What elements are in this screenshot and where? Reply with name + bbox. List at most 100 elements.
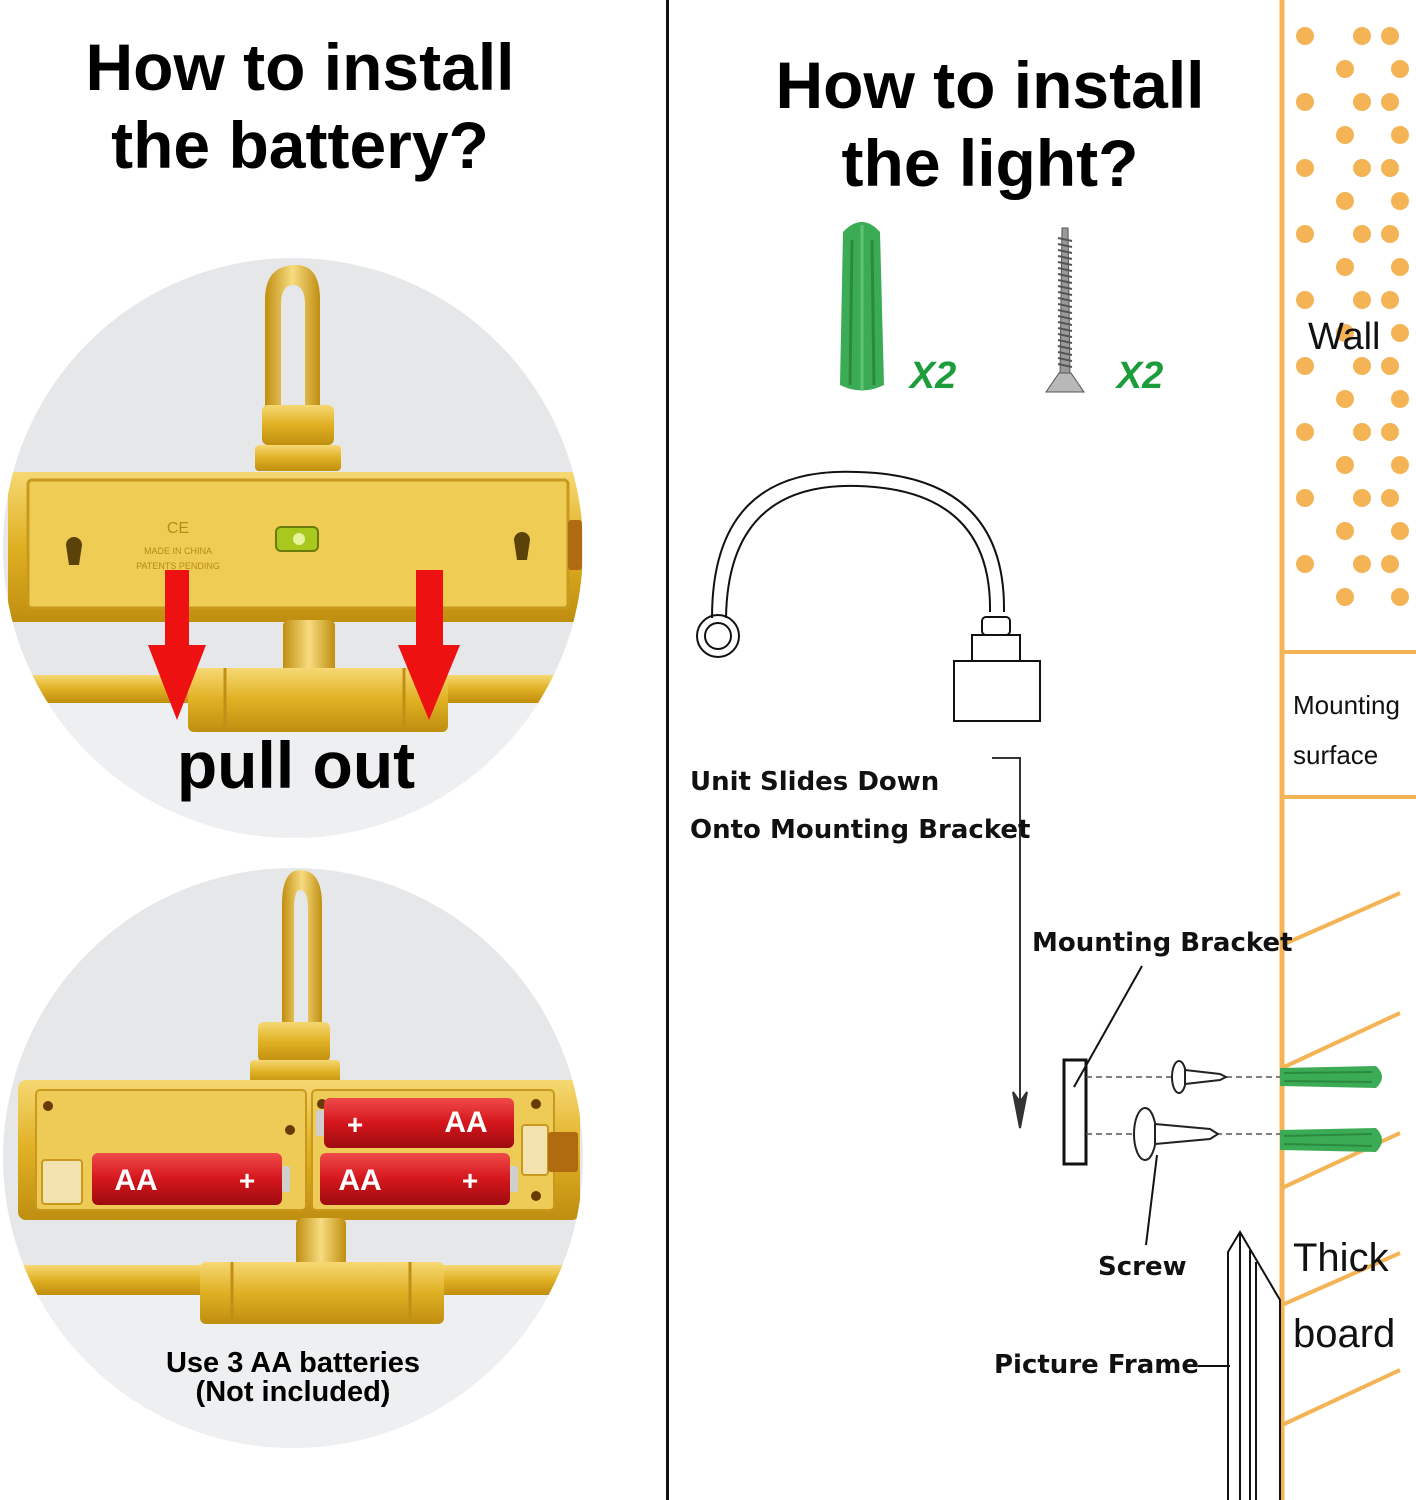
wall-dot (1381, 225, 1399, 243)
battery-3-label: AA (338, 1164, 381, 1197)
wall-dot (1336, 192, 1354, 210)
light-title-line1: How to install (775, 48, 1205, 122)
slide-down-arrow (992, 757, 1028, 1129)
picture-frame-shape (1227, 1230, 1281, 1500)
screw-thread (1057, 351, 1073, 356)
screw-thread (1057, 285, 1073, 290)
screw-thread (1057, 243, 1073, 248)
battery-title-line1: How to install (85, 30, 515, 104)
battery-title-line2: the battery? (111, 108, 489, 182)
wall-dot (1296, 357, 1314, 375)
screw-thread (1057, 327, 1073, 332)
battery-2-sign: + (347, 1109, 363, 1140)
wall-dot (1381, 555, 1399, 573)
wall-dot (1391, 588, 1409, 606)
screw-thread (1057, 357, 1073, 362)
thick-board-line2: board (1293, 1312, 1396, 1356)
screw-label: Screw (1098, 1252, 1187, 1282)
picture-frame-label: Picture Frame (994, 1350, 1200, 1380)
battery-title: How to install the battery? (20, 28, 580, 184)
battery-1-sign: + (239, 1165, 255, 1196)
pull-arrow-left-icon (148, 570, 206, 720)
wall-dot (1391, 324, 1409, 342)
thick-board-line1: Thick (1293, 1236, 1389, 1280)
wall-dot (1391, 126, 1409, 144)
wall-dot (1381, 93, 1399, 111)
mounting-surface-label: Mounting surface (1293, 680, 1400, 780)
wall-dot (1381, 159, 1399, 177)
pull-out-label: pull out (177, 728, 415, 802)
screw-hardware-icon (1045, 227, 1085, 393)
battery-note-line1: Use 3 AA batteries (166, 1347, 420, 1379)
battery-compartment-circle: AA + + AA AA + Use 3 AA batteries (3, 868, 583, 1448)
screw-qty-label: X2 (1115, 355, 1163, 397)
battery-1: AA + (92, 1153, 290, 1205)
wall-dot (1336, 60, 1354, 78)
wall-dot (1336, 126, 1354, 144)
screw-thread (1057, 339, 1073, 344)
battery-1-label: AA (114, 1164, 157, 1197)
screw-thread (1057, 273, 1073, 278)
light-outline (696, 470, 1041, 722)
wall-dot (1353, 27, 1371, 45)
unit-slides-line1: Unit Slides Down (690, 767, 940, 797)
panel-divider (666, 0, 669, 1500)
screw-thread (1057, 309, 1073, 314)
wall-label: Wall (1308, 316, 1381, 358)
pull-arrow-right-icon (398, 570, 460, 720)
wall-dot (1391, 522, 1409, 540)
thick-board-label: Thick board (1293, 1220, 1395, 1372)
screw-thread (1057, 345, 1073, 350)
screw-thread (1057, 249, 1073, 254)
wall-dot (1381, 291, 1399, 309)
keyhole-left-icon (66, 537, 82, 565)
screw-thread (1057, 315, 1073, 320)
wall-dot (1296, 489, 1314, 507)
alignment-guides (1086, 1076, 1282, 1135)
screw-top-icon (1171, 1060, 1229, 1094)
wall-dot (1381, 489, 1399, 507)
box-text-patents: PATENTS PENDING (136, 561, 220, 571)
wall-dot (1336, 390, 1354, 408)
wall-dot (1381, 423, 1399, 441)
screw-thread (1057, 333, 1073, 338)
battery-illustrations: CE MADE IN CHINA PATENTS PENDING pull ou… (3, 258, 583, 1448)
screw-thread (1057, 303, 1073, 308)
wall-dot (1391, 192, 1409, 210)
wall-dot (1353, 357, 1371, 375)
screw-thread (1057, 261, 1073, 266)
wall-dot (1353, 489, 1371, 507)
battery-3: AA + (320, 1153, 518, 1205)
mounting-bracket-shape (1062, 1058, 1088, 1166)
wall-dot (1296, 159, 1314, 177)
screw-thread (1057, 267, 1073, 272)
bubble-level-icon (275, 526, 319, 552)
wall-dot (1353, 423, 1371, 441)
screw-thread (1057, 363, 1073, 368)
wall-dot (1336, 588, 1354, 606)
screw-thread (1057, 297, 1073, 302)
wall-dot (1391, 258, 1409, 276)
wall-anchor-icon (840, 222, 884, 391)
light-title: How to install the light? (700, 46, 1280, 202)
wall-dot (1353, 93, 1371, 111)
wall-dot (1336, 258, 1354, 276)
wall-dot (1296, 423, 1314, 441)
mounting-surface-line1: Mounting (1293, 690, 1400, 720)
wall-dot (1336, 456, 1354, 474)
wall-dot (1353, 159, 1371, 177)
wall-dot (1296, 291, 1314, 309)
wall-dot (1353, 225, 1371, 243)
battery-3-sign: + (462, 1165, 478, 1196)
screw-thread (1057, 321, 1073, 326)
wall-dot (1296, 555, 1314, 573)
wall-dot (1336, 522, 1354, 540)
unit-slides-label: Unit Slides Down Onto Mounting Bracket (690, 758, 1030, 854)
light-title-line2: the light? (841, 126, 1139, 200)
wall-dot (1296, 93, 1314, 111)
battery-2: + AA (316, 1098, 514, 1148)
wall-anchor-bottom-icon (1280, 1128, 1382, 1152)
wall-dot (1391, 390, 1409, 408)
wall-dot (1391, 60, 1409, 78)
